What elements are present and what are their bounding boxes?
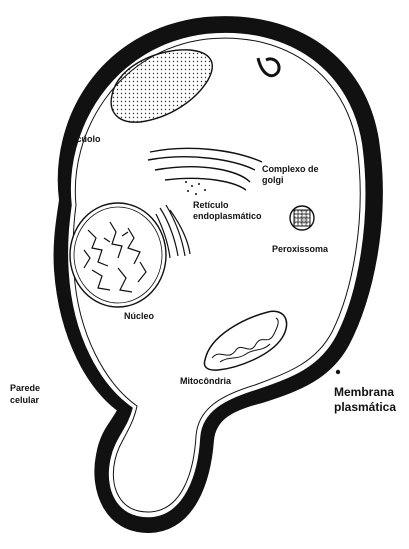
nucleus: [70, 203, 166, 307]
er-label-line1: Retículo: [193, 200, 229, 210]
mitochondria-label: Mitocôndria: [180, 376, 231, 386]
vacuole-label: Vacúolo: [66, 134, 101, 144]
peroxisome-label: Peroxissoma: [272, 244, 328, 254]
membrane-pointer-dot: [336, 370, 340, 374]
golgi-label-line1: Complexo de: [262, 164, 319, 174]
membrane-label-line2: plasmática: [334, 400, 396, 414]
cell-wall-label-line2: celular: [10, 395, 39, 405]
cell-wall-label-line1: Parede: [10, 383, 40, 393]
golgi-label-line2: golgi: [262, 175, 284, 185]
nucleus-label: Núcleo: [124, 311, 154, 321]
membrane-label-line1: Membrana: [334, 385, 394, 399]
peroxisome: [290, 206, 314, 230]
er-label-line2: endoplasmático: [193, 211, 262, 221]
